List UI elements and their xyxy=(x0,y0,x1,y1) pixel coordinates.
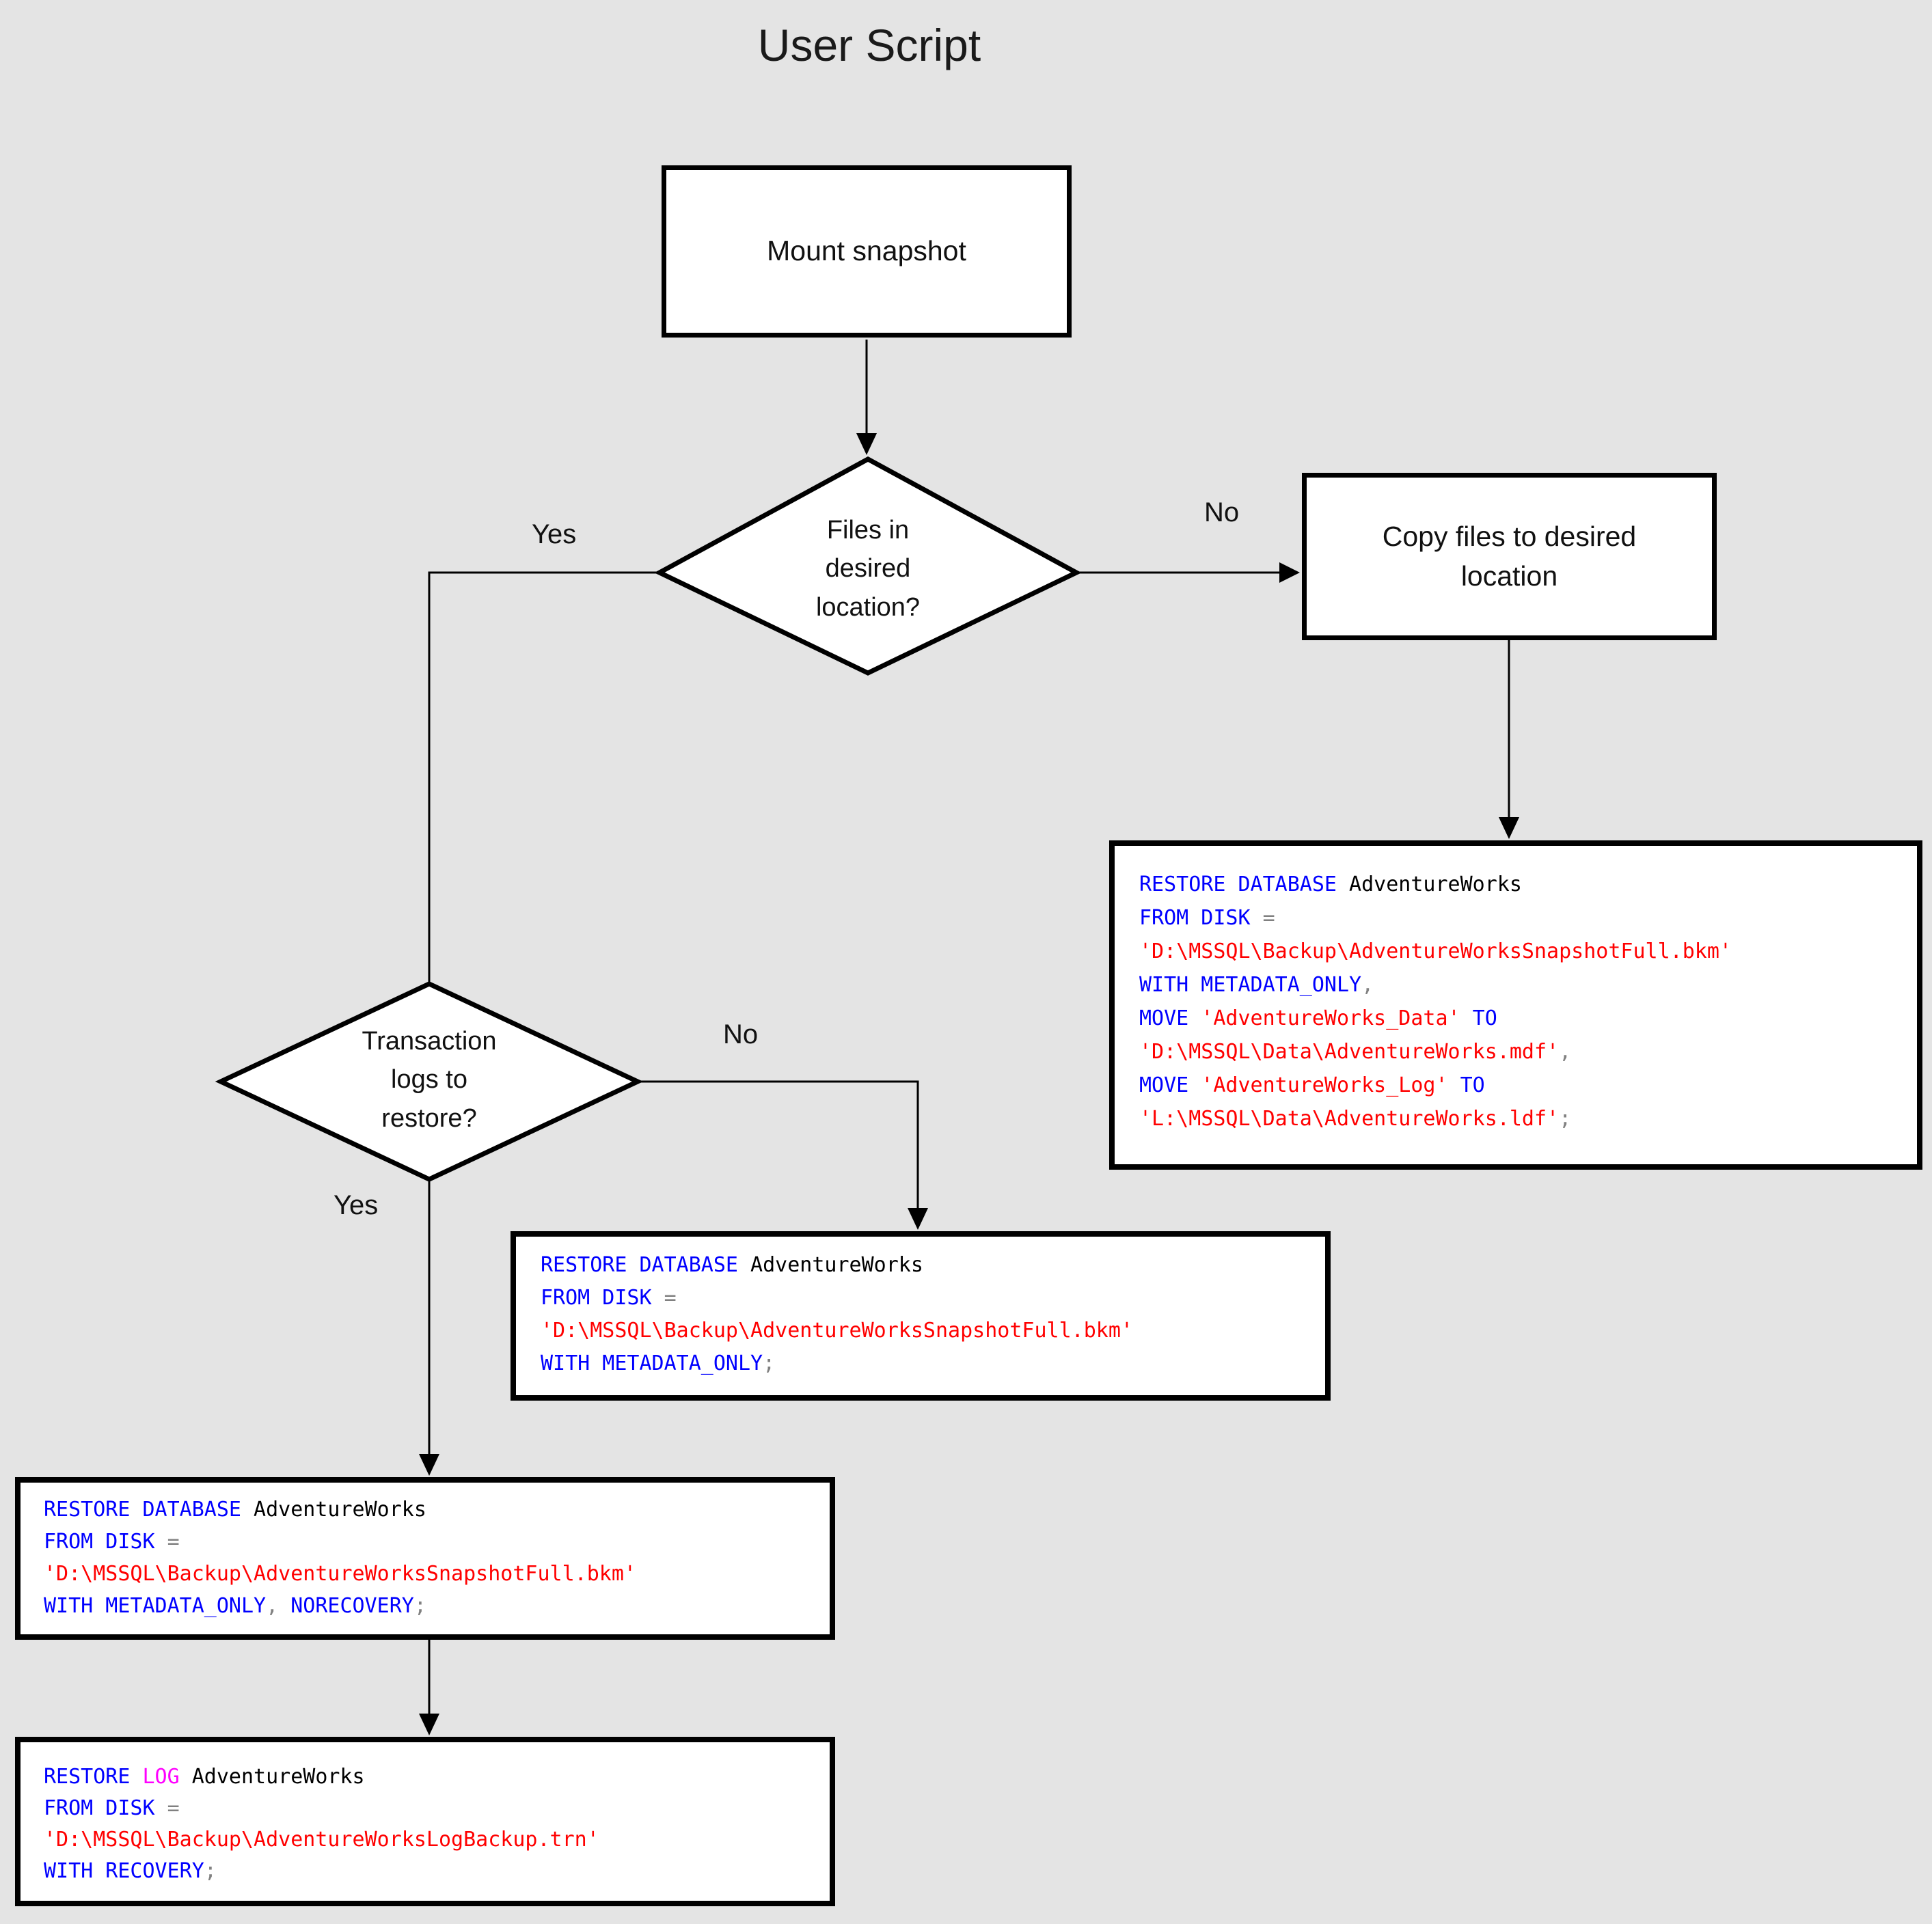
code-line: 'D:\MSSQL\Backup\AdventureWorksSnapshotF… xyxy=(44,1562,636,1586)
code-line: 'D:\MSSQL\Backup\AdventureWorksSnapshotF… xyxy=(541,1319,1133,1343)
arrowhead xyxy=(856,433,877,455)
edge-label-logs-yes: Yes xyxy=(334,1190,379,1220)
edge-label-logs-no: No xyxy=(723,1019,759,1049)
code-line: 'D:\MSSQL\Data\AdventureWorks.mdf', xyxy=(1139,1040,1572,1064)
node-mount-snapshot: Mount snapshot xyxy=(662,165,1072,338)
code-line: 'D:\MSSQL\Backup\AdventureWorksSnapshotF… xyxy=(1139,939,1732,963)
arrowhead xyxy=(1499,817,1519,839)
edge-files-yes xyxy=(428,571,659,987)
code-line: RESTORE DATABASE AdventureWorks xyxy=(44,1498,426,1522)
code-line: RESTORE DATABASE AdventureWorks xyxy=(541,1253,923,1277)
node-mount-snapshot-label: Mount snapshot xyxy=(767,235,966,267)
code-line: WITH METADATA_ONLY, xyxy=(1139,973,1374,997)
page-title: User Script xyxy=(757,20,981,70)
edge-label-files-yes: Yes xyxy=(532,519,577,549)
code-line: WITH METADATA_ONLY, NORECOVERY; xyxy=(44,1594,426,1618)
arrowhead xyxy=(419,1454,439,1476)
code-line: FROM DISK = xyxy=(44,1530,180,1554)
code-line: MOVE 'AdventureWorks_Log' TO xyxy=(1139,1073,1485,1097)
arrowhead xyxy=(908,1208,928,1230)
code-line: RESTORE LOG AdventureWorks xyxy=(44,1765,365,1789)
code-line: FROM DISK = xyxy=(44,1796,180,1820)
edge-logs-no xyxy=(638,1080,919,1209)
code-line: WITH METADATA_ONLY; xyxy=(541,1351,776,1375)
decision-files-diamond xyxy=(654,456,1082,676)
arrowhead xyxy=(419,1714,439,1735)
node-copy-files-label: Copy files to desired location xyxy=(1382,521,1637,592)
code-line: MOVE 'AdventureWorks_Data' TO xyxy=(1139,1006,1497,1030)
edge-label-files-no: No xyxy=(1204,497,1240,527)
code-line: 'L:\MSSQL\Data\AdventureWorks.ldf'; xyxy=(1139,1107,1572,1131)
decision-logs-diamond xyxy=(215,981,644,1182)
code-line: RESTORE DATABASE AdventureWorks xyxy=(1139,872,1522,896)
code-line: WITH RECOVERY; xyxy=(44,1859,217,1883)
code-line: FROM DISK = xyxy=(541,1286,677,1310)
code-line: 'D:\MSSQL\Backup\AdventureWorksLogBackup… xyxy=(44,1828,599,1852)
arrowhead xyxy=(1279,562,1300,583)
node-copy-files: Copy files to desired location xyxy=(1302,473,1717,640)
code-line: FROM DISK = xyxy=(1139,906,1275,930)
